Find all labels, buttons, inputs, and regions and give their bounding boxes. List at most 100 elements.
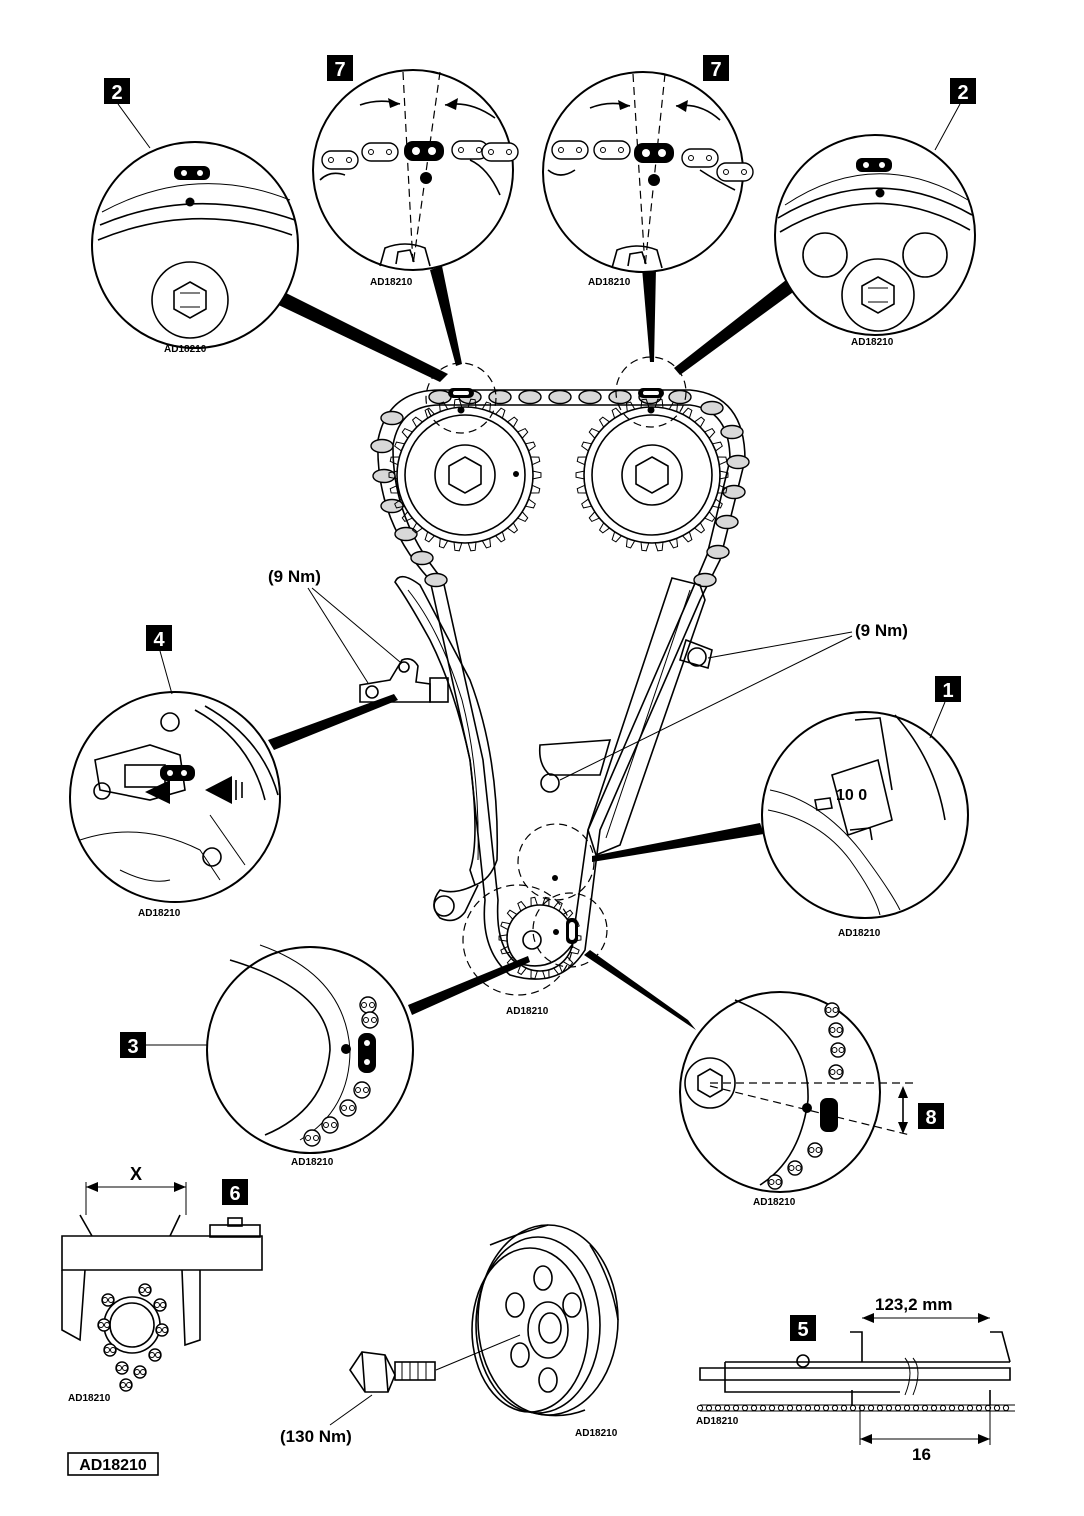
- sprocket-tooth: [500, 921, 511, 931]
- link-pin: [341, 1105, 347, 1111]
- chain-link: [488, 389, 512, 405]
- link-pin: [122, 1365, 128, 1371]
- torque-callout-tensioner: (9 Nm): [268, 567, 401, 684]
- ref-label-lens-4: AD18210: [138, 908, 181, 919]
- hydraulic-tensioner: [359, 658, 449, 703]
- callout-badge-5: 5: [790, 1315, 816, 1341]
- ref-label-lens-7-right: AD18210: [588, 277, 631, 288]
- sprocket-tooth: [394, 498, 405, 509]
- link-pin: [558, 147, 564, 153]
- link-pin: [134, 1369, 140, 1375]
- link-pin: [386, 149, 392, 155]
- link-pin: [120, 1382, 126, 1388]
- sprocket-tooth: [498, 934, 508, 942]
- chain-link: [380, 498, 404, 514]
- ref-label-main: AD18210: [506, 1006, 549, 1017]
- ref-label-pulley: AD18210: [575, 1428, 618, 1439]
- chain-roller: [939, 1404, 947, 1412]
- link-pin: [829, 1069, 836, 1075]
- sprocket-tooth: [576, 484, 587, 494]
- ref-label-lens-3: AD18210: [291, 1157, 334, 1168]
- sprocket-tooth: [588, 511, 600, 523]
- link-pin: [331, 1122, 337, 1128]
- chain-roller: [750, 1404, 758, 1412]
- figure-id: AD18210: [79, 1457, 147, 1474]
- sprocket-tooth: [506, 909, 518, 920]
- chain-roller: [948, 1404, 956, 1412]
- detail-lens-left-cam-mark: [91, 141, 299, 349]
- link-pin: [102, 1297, 108, 1303]
- ref-label-guide: AD18210: [696, 1416, 739, 1427]
- torque-label-tensioner: (9 Nm): [268, 567, 321, 586]
- tensioner-guide-rail: [394, 575, 499, 922]
- sprocket-tooth: [581, 498, 592, 509]
- sprocket-tooth: [542, 896, 550, 907]
- chain-link: [394, 526, 418, 542]
- sprocket-tooth: [525, 441, 536, 452]
- ref-label-lens-1: AD18210: [838, 928, 881, 939]
- callout-1: 1: [942, 680, 953, 702]
- timing-chain-assembly: [359, 356, 750, 996]
- chain-link: [706, 544, 730, 560]
- caliper-gap-label: X: [130, 1164, 142, 1184]
- sprocket-tooth: [719, 470, 729, 480]
- callout-badge-2-left: 2: [104, 78, 151, 149]
- callout-4: 4: [153, 629, 165, 651]
- torque-label-pulley: (130 Nm): [280, 1427, 352, 1446]
- sprocket-tooth: [654, 542, 664, 552]
- sprocket-tooth: [453, 542, 463, 552]
- chain-link: [410, 550, 434, 566]
- sprocket-tooth: [542, 969, 550, 980]
- timing-mark-zone-right: [615, 356, 687, 428]
- sprocket-tooth: [507, 522, 519, 534]
- callout-7-right: 7: [710, 59, 721, 81]
- link-pin: [145, 1287, 151, 1293]
- link-pin: [368, 149, 374, 155]
- zone-crank-mark: [532, 892, 608, 968]
- sprocket-tooth: [611, 531, 622, 543]
- sprocket-tooth: [575, 470, 585, 480]
- chain-link: [481, 142, 519, 162]
- chain-roller: [795, 1404, 803, 1412]
- left-camshaft-sprocket: [388, 398, 542, 552]
- sprocket-tooth: [532, 470, 542, 480]
- sprocket-tooth: [694, 522, 706, 534]
- link-pin: [126, 1382, 132, 1388]
- link-pin: [140, 1369, 146, 1375]
- sprocket-tooth: [495, 531, 506, 543]
- sprocket-tooth: [500, 945, 511, 955]
- sprocket-tooth: [717, 456, 728, 466]
- chain-link: [700, 400, 724, 416]
- detail-guide-length: 123,2 mm 16: [696, 1295, 1015, 1464]
- ref-label-caliper: AD18210: [68, 1393, 111, 1404]
- chain-link: [380, 410, 404, 426]
- chain-link: [361, 1011, 379, 1029]
- sprocket-tooth: [694, 416, 706, 428]
- chain-link: [321, 1116, 339, 1134]
- torque-callout-right-guide: (9 Nm): [559, 621, 908, 781]
- link-pin: [363, 1017, 369, 1023]
- chain-link: [593, 140, 631, 160]
- chain-roller: [867, 1404, 875, 1412]
- sprocket-tooth: [712, 441, 723, 452]
- zone-tensioner-lower: [517, 823, 595, 901]
- callout-badge-2-right: 2: [934, 78, 976, 151]
- sprocket-tooth: [517, 964, 527, 976]
- link-pin: [836, 1027, 843, 1033]
- sprocket-tooth: [704, 427, 716, 439]
- callout-8: 8: [925, 1107, 936, 1129]
- sprocket-tooth: [517, 511, 529, 523]
- link-pin: [506, 149, 512, 155]
- link-pin: [775, 1179, 782, 1185]
- callout-badge-3: 3: [120, 1032, 207, 1058]
- link-pin: [723, 169, 729, 175]
- detail-lens-crank-offset: [679, 991, 915, 1193]
- ref-label-lens-7-left: AD18210: [370, 277, 413, 288]
- link-pin: [104, 1347, 110, 1353]
- sprocket-tooth: [453, 398, 463, 408]
- sprocket-tooth: [640, 398, 650, 408]
- chain-roller: [921, 1404, 929, 1412]
- link-pin: [825, 1007, 832, 1013]
- link-pin: [155, 1352, 161, 1358]
